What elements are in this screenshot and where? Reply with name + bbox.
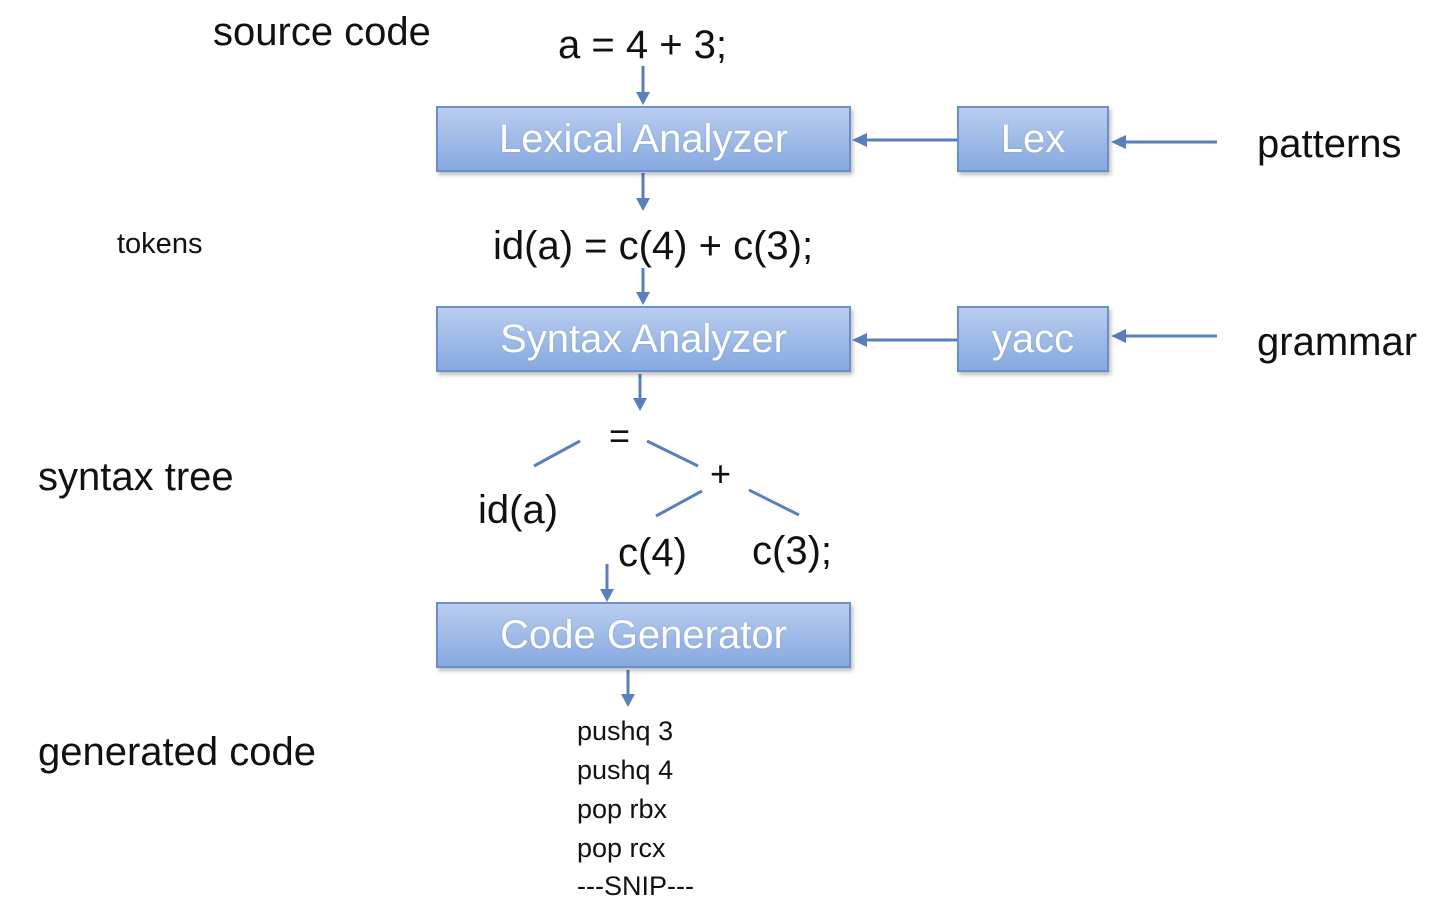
tree-node-c4: c(4): [618, 531, 687, 575]
generated-code-line: pushq 4: [577, 755, 674, 785]
arrowhead-lex-to-lexer: [852, 133, 867, 147]
tree-node-assign: =: [609, 415, 631, 456]
generated-code-line: pushq 3: [577, 716, 674, 746]
tree-edge-plus-left: [655, 489, 703, 518]
generated-code-label: generated code: [38, 730, 317, 774]
tree-node-c3: c(3);: [752, 529, 832, 573]
arrowhead-tree-to-codegen: [600, 589, 614, 602]
tree-node-plus: +: [710, 453, 732, 494]
lexical-analyzer-box: Lexical Analyzer: [436, 106, 851, 172]
syntax-analyzer-box: Syntax Analyzer: [436, 306, 851, 372]
yacc-label: yacc: [991, 316, 1075, 361]
arrowhead-grammar-to-yacc: [1111, 329, 1126, 343]
lex-box: Lex: [957, 106, 1109, 172]
yacc-box: yacc: [957, 306, 1109, 372]
tree-edge-plus-right: [748, 488, 800, 517]
generated-code-line: ---SNIP---: [577, 871, 694, 901]
syntax-analyzer-label: Syntax Analyzer: [500, 316, 787, 361]
tree-edge-root-right: [646, 439, 699, 468]
arrowhead-parser-to-tree: [633, 398, 647, 411]
arrowhead-codegen-to-output: [621, 694, 635, 707]
arrowhead-yacc-to-parser: [852, 333, 867, 347]
patterns-label: patterns: [1257, 122, 1402, 166]
arrowhead-source-to-lexer: [636, 92, 650, 105]
code-generator-box: Code Generator: [436, 602, 851, 668]
syntax-tree-label: syntax tree: [38, 455, 234, 499]
source-code-label: source code: [213, 10, 431, 54]
grammar-label: grammar: [1257, 320, 1418, 364]
token-expression: id(a) = c(4) + c(3);: [493, 224, 814, 268]
lex-label: Lex: [1000, 116, 1066, 161]
generated-code-line: pop rcx: [577, 833, 666, 863]
lexical-analyzer-label: Lexical Analyzer: [498, 116, 789, 161]
arrowhead-tokens-to-parser: [636, 292, 650, 305]
tree-edge-root-left: [533, 439, 581, 468]
arrowhead-patterns-to-lex: [1111, 135, 1126, 149]
source-expression: a = 4 + 3;: [558, 23, 728, 67]
tree-node-id-a: id(a): [478, 488, 559, 532]
code-generator-label: Code Generator: [500, 612, 787, 657]
arrowhead-lexer-to-tokens: [636, 198, 650, 211]
tokens-label: tokens: [117, 228, 203, 260]
generated-code-line: pop rbx: [577, 794, 668, 824]
